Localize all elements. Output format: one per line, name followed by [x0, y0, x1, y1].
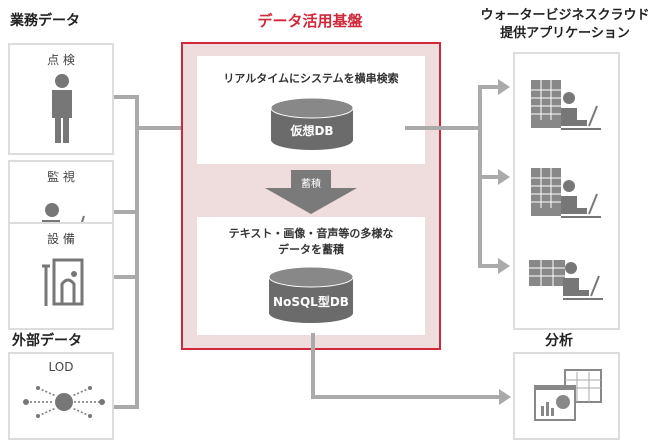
connector: [478, 264, 500, 268]
equipment-icon: [42, 258, 84, 306]
connector: [405, 126, 480, 130]
source-equipment: 設 備: [8, 222, 114, 330]
analysis-panel: [513, 352, 620, 440]
apps-title-line2: 提供アプリケーション: [500, 26, 630, 41]
nosql-description-line2: データを蓄積: [278, 243, 344, 256]
platform-title: データ活用基盤: [257, 12, 363, 30]
connector: [137, 126, 209, 130]
arrow-right-icon: [498, 169, 510, 185]
nosql-db-label: NoSQL型DB: [273, 295, 349, 309]
connector: [311, 395, 501, 399]
arrow-right-icon: [499, 389, 511, 405]
arrow-right-icon: [498, 79, 510, 95]
office-worker-icon: [529, 260, 603, 300]
arrow-down-icon: [265, 170, 357, 214]
network-globe-icon: [23, 386, 105, 418]
accumulate-arrow: 蓄積: [265, 170, 357, 214]
virtual-db-label: 仮想DB: [290, 124, 334, 138]
virtual-db-icon: 仮想DB: [269, 96, 355, 152]
data-platform: リアルタイムにシステムを横串検索 仮想DB 蓄積 テキスト・画像・音声等の多様な…: [181, 42, 441, 350]
nosql-description-line1: テキスト・画像・音声等の多様な: [228, 227, 394, 240]
connector: [478, 175, 500, 179]
external-data-title: 外部データ: [12, 333, 82, 349]
source-label: 点 検: [47, 53, 75, 67]
virtual-db-panel: リアルタイムにシステムを横串検索 仮想DB: [197, 56, 425, 164]
office-worker-icon: [531, 80, 601, 130]
connector: [135, 95, 139, 409]
analytics-charts-icon: [534, 369, 602, 421]
connector: [113, 275, 137, 279]
source-label: 監 視: [47, 170, 75, 184]
virtual-db-description: リアルタイムにシステムを横串検索: [223, 72, 399, 85]
worker-icon: [52, 74, 72, 143]
cloud-apps-panel: [513, 52, 620, 330]
connector: [478, 85, 500, 89]
analysis-title: 分析: [545, 333, 573, 349]
source-lod: LOD: [8, 352, 114, 440]
source-label: 設 備: [47, 232, 75, 246]
office-worker-icon: [531, 168, 601, 218]
source-inspection: 点 検: [8, 43, 114, 155]
connector: [113, 405, 137, 409]
accumulate-label: 蓄積: [301, 179, 321, 190]
connector: [113, 95, 137, 99]
apps-title-line1: ウォータービジネスクラウド: [480, 8, 650, 23]
nosql-db-icon: NoSQL型DB: [267, 265, 355, 325]
connector: [113, 210, 137, 214]
business-data-title: 業務データ: [10, 13, 80, 29]
arrow-right-icon: [498, 258, 510, 274]
connector: [311, 333, 315, 399]
nosql-db-panel: テキスト・画像・音声等の多様な データを蓄積 NoSQL型DB: [197, 217, 425, 335]
source-label: LOD: [48, 360, 74, 374]
